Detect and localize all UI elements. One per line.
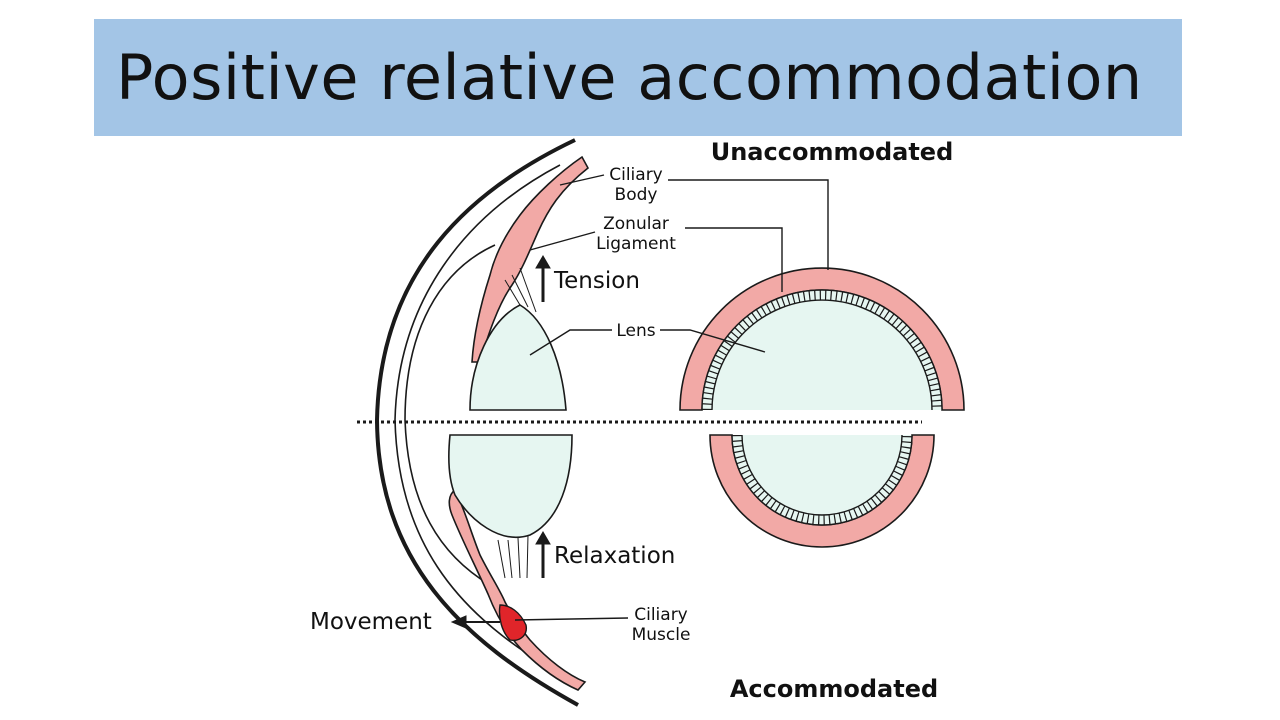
lens-leader-left xyxy=(529,329,612,356)
ciliary-body-label-line2: Body xyxy=(615,185,658,205)
unaccommodated-lens-model xyxy=(679,267,965,411)
unaccommodated-label: Unaccommodated xyxy=(711,138,954,166)
zonular-label-line2: Ligament xyxy=(596,234,676,254)
ciliary-body-lower xyxy=(448,488,587,691)
zonular-fibers xyxy=(497,267,537,579)
movement-label: Movement xyxy=(310,609,432,635)
title-bar: Positive relative accommodation xyxy=(94,19,1182,136)
lens-leader-right xyxy=(660,329,766,353)
lens-upper xyxy=(469,304,567,411)
inner-eye-curves xyxy=(394,164,561,666)
relaxation-arrow-head xyxy=(535,531,551,545)
ciliary-muscle-label-line2: Muscle xyxy=(632,625,691,645)
zonular-leader xyxy=(529,231,596,251)
ciliary-muscle-leader xyxy=(514,617,629,621)
leader-lines xyxy=(514,174,829,621)
tension-arrow-head xyxy=(535,255,551,269)
ciliary-body-label-line1: Ciliary xyxy=(609,165,663,185)
zonular-ring-leader xyxy=(685,227,783,292)
iris-curve-upper xyxy=(404,244,496,421)
accommodated-lens-model xyxy=(709,434,935,548)
relaxation-label: Relaxation xyxy=(554,543,675,569)
ciliary-body-leader xyxy=(559,174,605,186)
lens-label: Lens xyxy=(616,321,655,341)
ciliary-muscle xyxy=(498,604,527,642)
iris-curve-lower xyxy=(404,419,491,586)
tension-label: Tension xyxy=(553,268,640,294)
arrows xyxy=(450,255,551,629)
movement-arrow-head xyxy=(450,615,467,629)
accommodated-label: Accommodated xyxy=(730,675,938,703)
ciliary-muscle-label-line1: Ciliary xyxy=(634,605,688,625)
unaccommodated-leader xyxy=(668,179,829,270)
ciliary-body-upper xyxy=(471,155,590,363)
cornea-inner-curve xyxy=(394,164,561,666)
slide-title: Positive relative accommodation xyxy=(116,41,1143,114)
outer-sclera-curve xyxy=(374,138,579,707)
eye-wall xyxy=(374,138,579,707)
lens-lower xyxy=(448,434,573,538)
zonular-label-line1: Zonular xyxy=(603,214,669,234)
